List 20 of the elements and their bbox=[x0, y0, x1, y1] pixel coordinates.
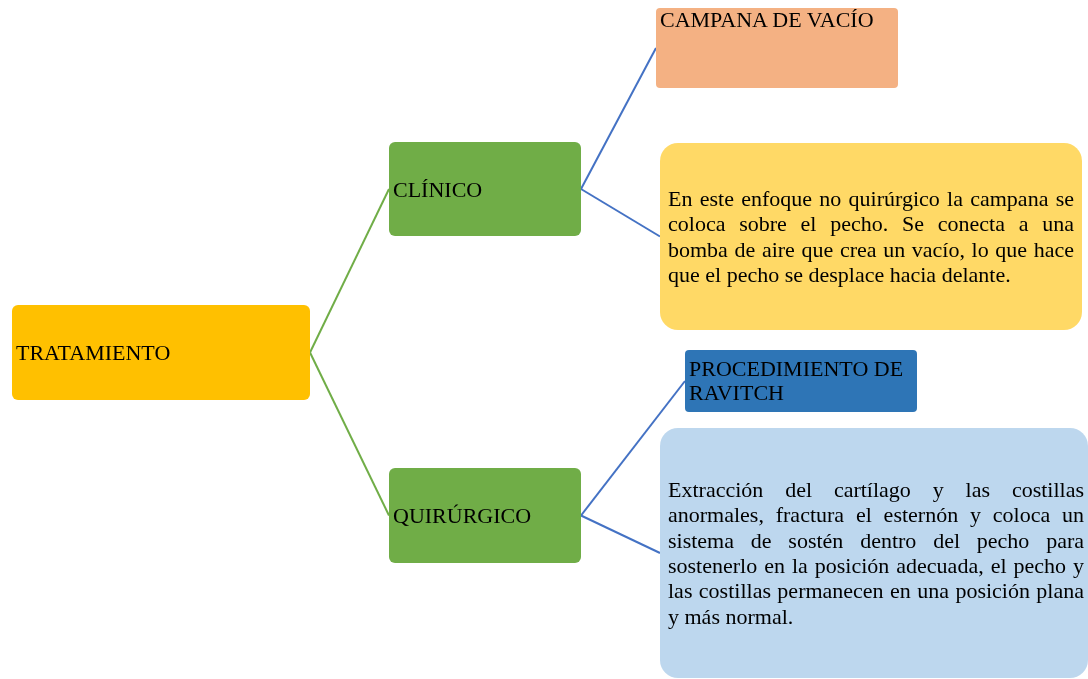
node-text: TRATAMIENTO bbox=[16, 339, 172, 367]
description-box bbox=[660, 143, 1082, 330]
connector-line bbox=[580, 188, 661, 238]
node-text: PROCEDIMIENTO DE RAVITCH bbox=[689, 356, 905, 406]
method-box bbox=[656, 8, 898, 88]
connector-line bbox=[580, 514, 661, 554]
connector-line bbox=[309, 351, 390, 517]
description-box bbox=[660, 428, 1088, 678]
topic-box bbox=[12, 305, 310, 400]
connector-line bbox=[580, 380, 686, 517]
node-text: QUIRÚRGICO bbox=[393, 502, 533, 530]
node-text: CAMPANA DE VACÍO bbox=[660, 8, 875, 33]
connector-line bbox=[580, 47, 657, 190]
node-text: CLÍNICO bbox=[393, 175, 484, 204]
node-text: Extracción del cartílago y las costillas anormales, fractura el esternón y coloca un sistema de sostén dentro del pecho para sostenerlo en la posición adecuada, el pecho y las costillas permanecen en una posición plana y más normal. bbox=[668, 477, 1084, 629]
category-box bbox=[389, 142, 581, 236]
connector-line bbox=[309, 188, 390, 354]
method-box bbox=[685, 350, 917, 412]
node-text: En este enfoque no quirúrgico la campana se coloca sobre el pecho. Se conecta a una bomba de aire que crea un vacío, lo que hace que el pecho se desplace hacia delante. bbox=[668, 185, 1074, 288]
category-box bbox=[389, 468, 581, 563]
